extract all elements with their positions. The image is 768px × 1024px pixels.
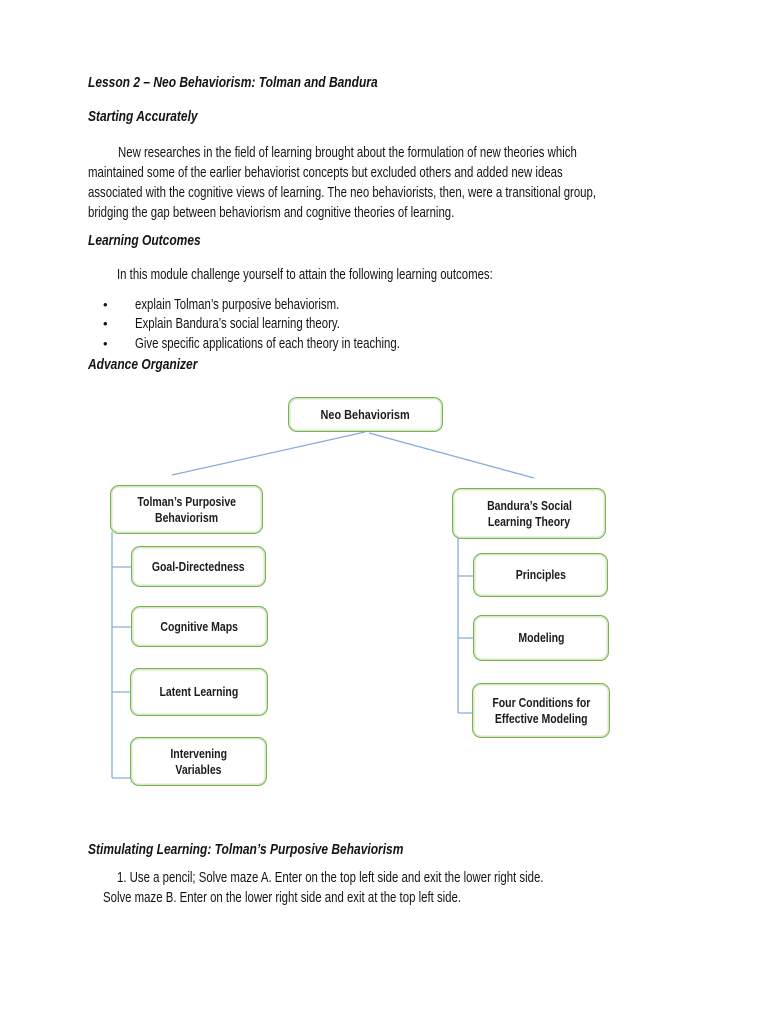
diagram-box-label: Behaviorism xyxy=(154,510,219,525)
diagram-box-four-conditions: Four Conditions for Effective Modeling xyxy=(472,683,610,738)
heading-advance-organizer: Advance Organizer xyxy=(88,356,198,373)
heading-learning-outcomes: Learning Outcomes xyxy=(88,232,201,249)
diagram-box-cognitive-maps: Cognitive Maps xyxy=(131,606,268,647)
bullet-icon: • xyxy=(103,316,108,331)
paragraph-line: associated with the cognitive views of l… xyxy=(88,184,597,201)
paragraph-line: bridging the gap between behaviorism and… xyxy=(88,204,455,221)
diagram-box-label: Latent Learning xyxy=(159,685,239,699)
diagram-box-neo-behaviorism: Neo Behaviorism xyxy=(288,397,443,432)
diagram-box-label: Effective Modeling xyxy=(494,711,588,726)
diagram-box-goal-directedness: Goal-Directedness xyxy=(131,546,266,587)
paragraph-line: New researches in the field of learning … xyxy=(118,144,577,161)
diagram-box-label: Goal-Directedness xyxy=(152,559,245,574)
diagram-box-latent-learning: Latent Learning xyxy=(130,668,268,716)
lesson-title: Lesson 2 – Neo Behaviorism: Tolman and B… xyxy=(88,74,378,91)
diagram-box-label: Four Conditions for xyxy=(492,695,590,710)
diagram-box-label: Cognitive Maps xyxy=(160,619,239,634)
diagram-box-label: Principles xyxy=(515,568,566,582)
activity-line: Solve maze B. Enter on the lower right s… xyxy=(103,889,462,906)
diagram-box-intervening-variables: Intervening Variables xyxy=(130,737,267,786)
diagram-box-banduras-social-learning-theory: Bandura’s Social Learning Theory xyxy=(452,488,606,539)
list-item: Explain Bandura’s social learning theory… xyxy=(135,315,340,332)
paragraph-line: maintained some of the earlier behaviori… xyxy=(88,164,563,181)
bullet-icon: • xyxy=(103,336,108,351)
outcomes-lead-text: In this module challenge yourself to att… xyxy=(117,266,493,283)
heading-stimulating-learning: Stimulating Learning: Tolman’s Purposive… xyxy=(88,841,404,858)
heading-starting-accurately: Starting Accurately xyxy=(88,108,198,125)
activity-line: 1. Use a pencil; Solve maze A. Enter on … xyxy=(117,869,544,886)
diagram-box-tolmans-purposive-behaviorism: Tolman’s Purposive Behaviorism xyxy=(110,485,263,534)
diagram-box-modeling: Modeling xyxy=(473,615,609,661)
diagram-box-label: Tolman’s Purposive xyxy=(137,494,236,509)
connector-root-to-tolman xyxy=(171,431,366,476)
diagram-box-label: Variables xyxy=(175,762,222,777)
diagram-box-label: Learning Theory xyxy=(487,514,571,529)
diagram-box-label: Bandura’s Social xyxy=(486,498,572,513)
list-item: Give specific applications of each theor… xyxy=(135,335,400,352)
diagram-box-principles: Principles xyxy=(473,553,608,597)
diagram-box-label: Intervening xyxy=(170,746,227,761)
bullet-icon: • xyxy=(103,297,108,312)
connector-root-to-bandura xyxy=(368,432,535,479)
diagram-box-label: Modeling xyxy=(517,631,565,645)
diagram-box-label: Neo Behaviorism xyxy=(320,406,411,422)
list-item: explain Tolman’s purposive behaviorism. xyxy=(135,296,340,313)
